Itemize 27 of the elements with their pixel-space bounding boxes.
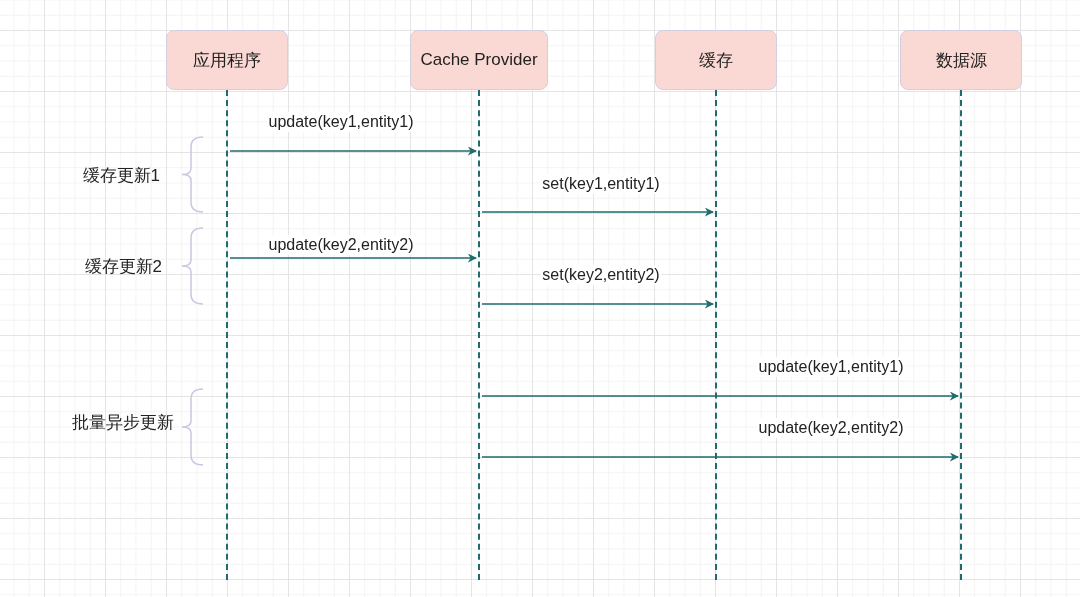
message-arrow xyxy=(229,146,477,156)
lifeline xyxy=(226,90,228,580)
participant-box xyxy=(900,30,1022,90)
edge-label: update(key2,entity2) xyxy=(756,418,906,438)
edge-label: update(key2,entity2) xyxy=(266,235,416,255)
lifeline xyxy=(960,90,962,580)
participant-label: 缓存 xyxy=(699,49,733,72)
edge-label: update(key1,entity1) xyxy=(756,357,906,377)
participant-box xyxy=(410,30,548,90)
phase-label: 批量异步更新 xyxy=(72,411,174,434)
participant-box xyxy=(166,30,288,90)
participant-label: 数据源 xyxy=(935,49,987,72)
edge-label: set(key1,entity1) xyxy=(540,174,662,194)
message-arrow xyxy=(229,253,477,263)
message-arrow xyxy=(481,391,959,401)
lifeline xyxy=(478,90,480,580)
participant-box xyxy=(655,30,777,90)
edge-label: set(key2,entity2) xyxy=(540,265,662,285)
participant-label: 应用程序 xyxy=(193,49,261,72)
phase-label: 缓存更新2 xyxy=(84,255,162,278)
message-arrow xyxy=(481,207,714,217)
message-arrow xyxy=(481,299,714,309)
lifeline xyxy=(715,90,717,580)
edge-label: update(key1,entity1) xyxy=(266,112,416,132)
participant-label: Cache Provider xyxy=(420,50,538,70)
message-arrow xyxy=(481,452,959,462)
phase-label: 缓存更新1 xyxy=(82,164,160,187)
